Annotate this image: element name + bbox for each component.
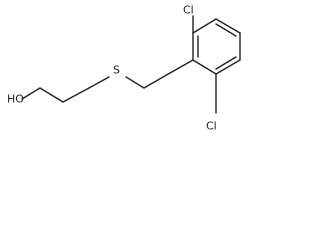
bond-ch2-ring xyxy=(143,72,171,89)
chlorine-bottom-label: Cl xyxy=(206,120,217,133)
ring-bond-3 xyxy=(192,18,217,34)
bond-c2-c3 xyxy=(62,87,90,103)
chlorine-top-label: Cl xyxy=(183,4,194,17)
ring-bond-4 xyxy=(215,18,241,34)
bond-o-c1 xyxy=(21,87,41,100)
molecule-structure: HO S Cl Cl xyxy=(7,4,241,133)
bond-s-ch2 xyxy=(125,76,145,89)
ring-double-bond-b xyxy=(215,23,237,37)
bond-c3-s xyxy=(88,76,110,89)
sulfur-label: S xyxy=(113,64,120,77)
ring-bond-6 xyxy=(215,59,241,75)
ring-bond-7 xyxy=(192,59,217,75)
bond-c1-c2 xyxy=(39,87,64,103)
ring-bond-1 xyxy=(169,59,194,74)
ring-double-bond-c xyxy=(215,56,237,70)
hydroxyl-label: HO xyxy=(7,93,24,106)
